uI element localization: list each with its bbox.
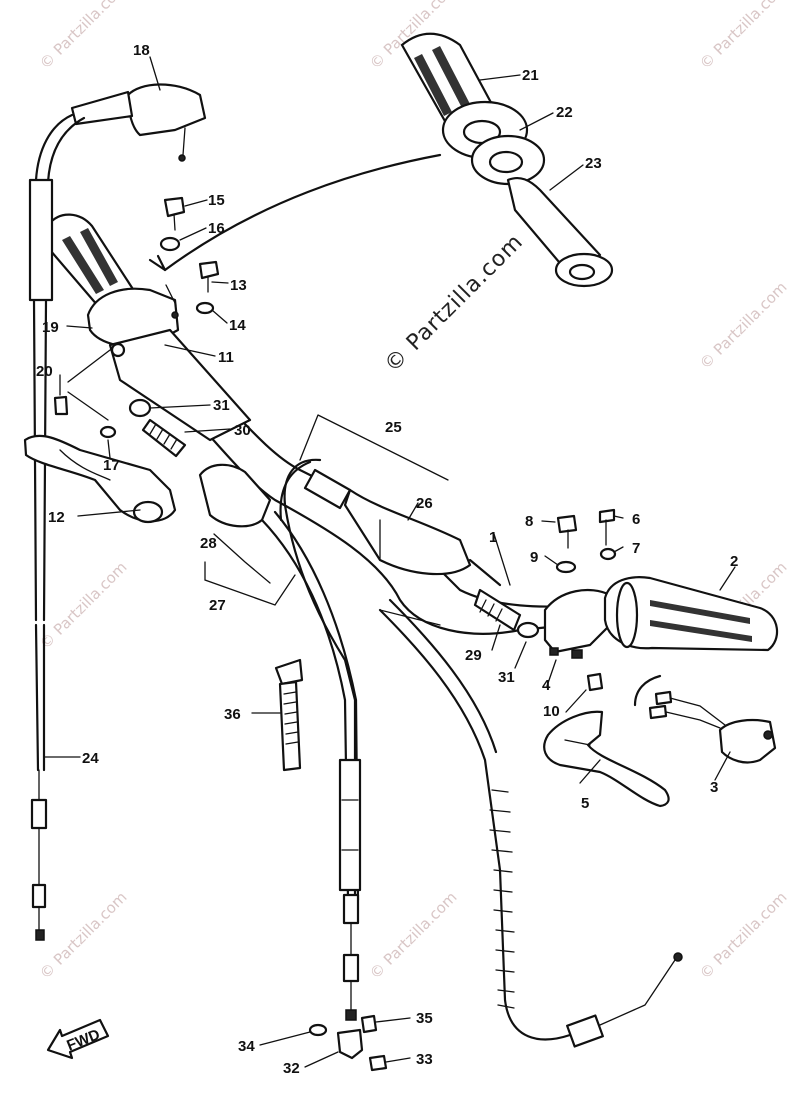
callout-29: 29 — [465, 647, 482, 664]
callout-28: 28 — [200, 535, 217, 552]
callout-22: 22 — [556, 104, 573, 121]
throttle-cable — [28, 113, 86, 941]
clutch-cable-group — [279, 458, 502, 902]
small-hardware — [53, 196, 220, 439]
callout-27: 27 — [209, 597, 226, 614]
front-brake-cable — [260, 510, 362, 1021]
callout-36: 36 — [224, 706, 241, 723]
cable-bracket — [308, 1014, 388, 1072]
leader-lines — [44, 56, 736, 1068]
callout-6: 6 — [632, 511, 640, 528]
brake-perch — [473, 588, 612, 659]
callout-31a: 31 — [213, 397, 230, 414]
callout-34: 34 — [238, 1038, 255, 1055]
throttle-housing — [70, 83, 207, 162]
clutch-lever — [23, 434, 177, 524]
callout-23: 23 — [585, 155, 602, 172]
right-hardware — [555, 508, 617, 692]
callout-10: 10 — [543, 703, 560, 720]
throttle-grip-parts — [148, 32, 614, 288]
front-brake-lever — [543, 710, 670, 808]
callout-14: 14 — [229, 317, 246, 334]
kill-switch — [633, 674, 777, 764]
callout-24: 24 — [82, 750, 99, 767]
left-grip-cover — [198, 463, 272, 528]
callout-1: 1 — [489, 529, 497, 546]
callout-9: 9 — [530, 549, 538, 566]
callout-3: 3 — [710, 779, 718, 796]
callout-4: 4 — [542, 677, 551, 694]
callout-12: 12 — [48, 509, 65, 526]
callout-5: 5 — [581, 795, 589, 812]
fwd-arrow: FWD — [46, 1018, 110, 1060]
callout-17: 17 — [103, 457, 120, 474]
callout-15: 15 — [208, 192, 225, 209]
callout-30: 30 — [234, 422, 251, 439]
callout-16: 16 — [208, 220, 225, 237]
callout-20: 20 — [36, 363, 53, 380]
cable-tie — [274, 658, 304, 772]
callout-18: 18 — [133, 42, 150, 59]
right-grip — [603, 576, 778, 652]
callout-2: 2 — [730, 553, 738, 570]
left-grip-assembly — [46, 213, 252, 442]
callout-31b: 31 — [498, 669, 515, 686]
callout-labels: 18 21 22 23 15 16 13 14 19 11 20 31 30 1… — [36, 42, 738, 1077]
callout-11: 11 — [218, 349, 234, 366]
callout-7: 7 — [632, 540, 640, 557]
callout-26: 26 — [416, 495, 433, 512]
callout-32: 32 — [283, 1060, 300, 1077]
coiled-cable — [378, 598, 683, 1048]
cable-adjuster-left — [128, 398, 187, 458]
callout-25: 25 — [385, 419, 402, 436]
callout-35: 35 — [416, 1010, 433, 1027]
callout-13: 13 — [230, 277, 247, 294]
callout-8: 8 — [525, 513, 533, 530]
callout-19: 19 — [42, 319, 59, 336]
callout-33: 33 — [416, 1051, 433, 1068]
callout-21: 21 — [522, 67, 539, 84]
fwd-label: FWD — [64, 1026, 102, 1055]
